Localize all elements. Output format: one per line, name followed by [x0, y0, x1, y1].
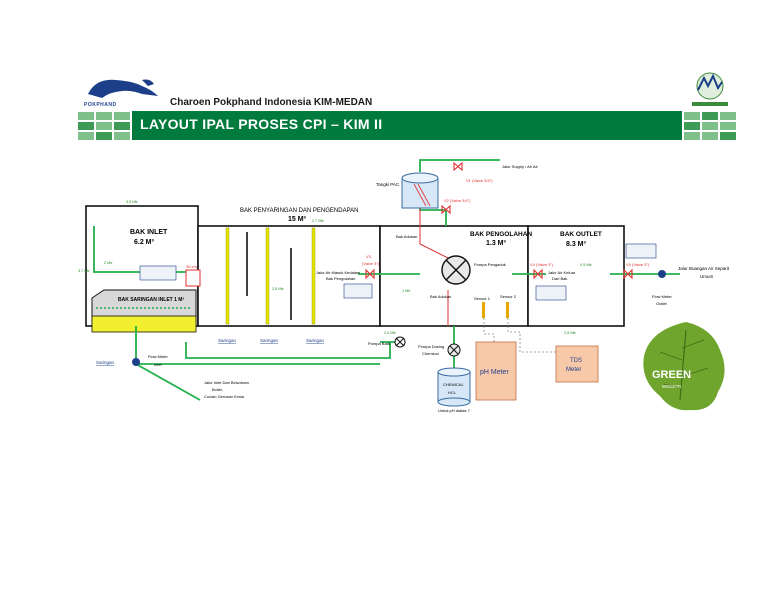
- supply-label: Jalur Supply / Air Air: [502, 164, 538, 169]
- v3-label: V3: [366, 254, 372, 259]
- flow-meter-inlet-icon: [132, 358, 140, 366]
- tds-label: TDS: [570, 358, 582, 364]
- dim-4: 2,5 Mtr: [272, 287, 285, 291]
- tds-meter-label: Meter: [566, 367, 581, 373]
- chemical-sub-label: HCL: [448, 390, 457, 395]
- jalur-buangan-label: Jalur Buangan Air Separit: [678, 266, 730, 271]
- sensor-1-label: Sensor 1: [474, 296, 491, 301]
- chemical-tank: [437, 367, 471, 407]
- cpi-logo: [88, 79, 158, 98]
- bak-pengolahan-small-label: Bak Pengolahan: [326, 276, 355, 281]
- tangki-pac: [401, 172, 439, 209]
- pompa-balik-label: Pompa Balik: [368, 341, 390, 346]
- tangki-pac-label: Tangki PAC: [376, 182, 400, 187]
- green-mission-leaf: GREEN MISSION: [643, 322, 725, 411]
- bak-adukan-label-2: Bak Adukan: [430, 294, 451, 299]
- mission-label: MISSION: [662, 384, 681, 389]
- jalur-keluar-label: Jalur Air Keluar: [548, 270, 576, 275]
- v3-sub-label: (Valve 3"): [362, 261, 380, 266]
- saringan-label-2: Saringan: [218, 338, 237, 343]
- dim-2: 2 Mtr: [104, 261, 113, 265]
- bak-outlet-tank: [527, 225, 625, 327]
- bak-inlet-volume: 6.2 M³: [134, 239, 155, 246]
- jalur-inlet-label-3: Cucian Gerusan Kimia: [204, 394, 245, 399]
- sensor-2-label: Sensor 2: [500, 294, 517, 299]
- pompa-pengaduk: [441, 255, 471, 285]
- jalur-masuk-label: Jalur Air Masuk Kedalam: [316, 270, 361, 275]
- flow-meter-outlet-label: Flow Meter: [652, 294, 672, 299]
- pengolahan-label: BAK PENGOLAHAN: [470, 231, 532, 238]
- inlet-small-label: Inlet: [154, 362, 162, 367]
- valves: [365, 161, 633, 280]
- flow-meter-inlet-label: Flow Meter: [148, 354, 168, 359]
- saringan-label: BAK SARINGAN INLET 1 M³: [118, 297, 184, 303]
- dim-5: 2,7 Mtr: [312, 219, 325, 223]
- jalur-inlet-label-1: Jalur Inlet Dari Blowdown: [204, 380, 249, 385]
- title-bar: [132, 111, 682, 140]
- tds-meter-box: [555, 345, 599, 383]
- saringan-label-1: Saringan: [96, 360, 115, 365]
- pompa-balik: [394, 336, 406, 348]
- outlet-label: BAK OUTLET: [560, 231, 602, 238]
- sensor-wires: [483, 318, 556, 353]
- dim-1: 3,5 Mtr: [126, 200, 139, 204]
- baffles: [225, 227, 316, 325]
- saringan-label-3: Saringan: [260, 338, 279, 343]
- dari-bak-label: Dari Bak: [552, 276, 567, 281]
- dim-8: 2,5 Mtr: [564, 331, 577, 335]
- company-name: Charoen Pokphand Indonesia KIM-MEDAN: [170, 97, 373, 108]
- v2-label: V2 (Valve 3/4"): [444, 198, 471, 203]
- penyaringan-label: BAK PENYARINGAN DAN PENGENDAPAN: [240, 208, 358, 214]
- dim-9: 3,7 Mtr: [78, 269, 91, 273]
- untuk-label: Untuk pH diatas 7: [438, 408, 471, 413]
- penyaringan-volume: 15 M³: [288, 216, 307, 223]
- bak-saringan-inlet: [91, 289, 197, 333]
- chemical-tank-label: CHEMICAL: [443, 382, 464, 387]
- dim-3: 1 Mtr: [402, 289, 411, 293]
- bak-inlet-label: BAK INLET: [130, 229, 168, 236]
- green-mission-logo: [692, 72, 728, 106]
- info-boxes: [139, 243, 657, 301]
- ph-meter-label: pH Meter: [480, 369, 509, 376]
- outlet-volume: 8.3 M³: [566, 241, 587, 248]
- pump-box-inlet: [185, 269, 201, 287]
- page-title: LAYOUT IPAL PROSES CPI – KIM II: [140, 116, 383, 132]
- v4-label: V4 (Valve 3"): [530, 262, 554, 267]
- pompa-pengaduk-label: Pompa Pengaduk: [474, 262, 506, 267]
- sensor-2: [506, 302, 509, 318]
- pompa-dosing-label: Pompa Dosing: [418, 344, 444, 349]
- sensor-1: [482, 302, 485, 318]
- saringan-label-4: Saringan: [306, 338, 325, 343]
- title-band: [78, 112, 736, 140]
- umum-label: Umum: [700, 274, 714, 279]
- logo-text: POKPHAND: [84, 102, 117, 108]
- v1-label: V1 (Valve 3/4"): [466, 178, 493, 183]
- jalur-inlet-label-2: Boiler,: [212, 387, 223, 392]
- ph-meter-box: [475, 341, 517, 401]
- dim-7: 0,5 Mtr: [580, 263, 593, 267]
- flow-meter-outlet-icon: [658, 270, 666, 278]
- pengolahan-volume: 1.3 M³: [486, 240, 507, 247]
- chemical-label: Chemical: [422, 351, 439, 356]
- green-label: GREEN: [652, 369, 691, 381]
- dim-6: 2,4 Mtr: [384, 331, 397, 335]
- outlet-small-label: Outlet: [656, 301, 668, 306]
- bak-adukan-label: Bak Adukan: [396, 234, 417, 239]
- r35-label: 35 cm: [186, 264, 198, 269]
- pompa-dosing: [447, 343, 461, 357]
- v5-label: V5 (Valve 3"): [626, 262, 650, 267]
